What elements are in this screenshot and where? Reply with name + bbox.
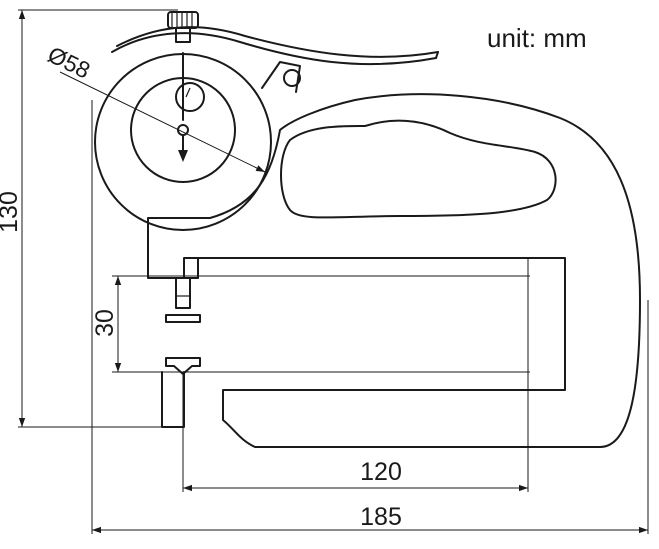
gauge-frame (147, 93, 641, 448)
dial-knob (167, 11, 199, 43)
unit-label: unit: mm (487, 23, 587, 53)
overall-height-label: 130 (0, 191, 23, 233)
overall-height-dimension: 130 (0, 10, 26, 427)
extension-lines (18, 9, 649, 534)
measuring-spindle (165, 277, 201, 323)
dial-diameter-dimension: Ø58 (44, 41, 266, 173)
overall-length-label: 185 (360, 503, 402, 531)
throat-depth-dimension: 120 (183, 458, 528, 492)
lower-anvil (165, 357, 201, 375)
lift-lever (111, 26, 439, 93)
throat-depth-label: 120 (360, 458, 402, 486)
dial-diameter-label: Ø58 (44, 41, 94, 83)
dial-gauge (94, 52, 272, 231)
handle-grip (280, 119, 557, 219)
throat-opening-label: 30 (91, 309, 119, 337)
overall-length-dimension: 185 (92, 503, 648, 534)
throat-opening-dimension: 30 (91, 276, 122, 372)
